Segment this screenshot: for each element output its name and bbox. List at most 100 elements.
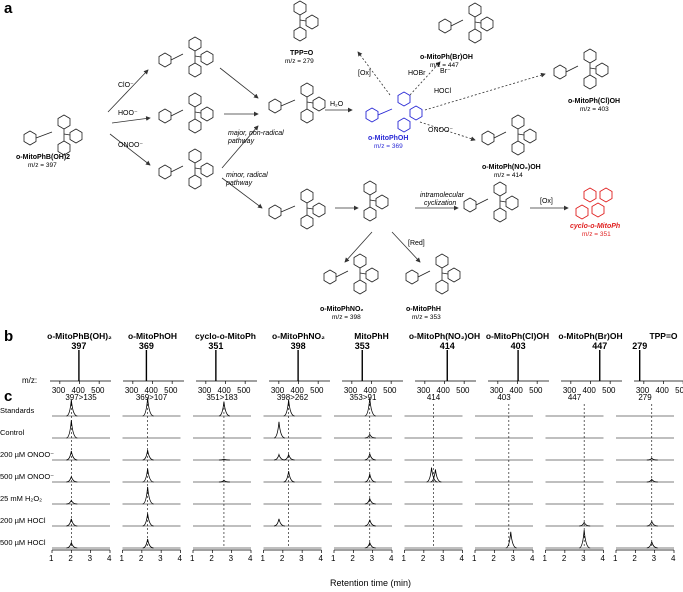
lc-tick-label: 1 (331, 554, 336, 563)
lc-row-label: 500 µM ONOO⁻ (0, 472, 55, 481)
ms-tick-label: 500 (164, 386, 178, 395)
ms-tick-label: 300 (197, 386, 212, 395)
h-mz: m/z = 353 (412, 314, 441, 321)
lc-peak (142, 538, 154, 549)
start-name: o-MitoPhB(OH)2 (16, 154, 71, 161)
ms-tick-label: 500 (383, 386, 397, 395)
ms-compound-name: cyclo-o-MitoPh (195, 331, 256, 341)
lc-peak (579, 521, 591, 527)
ms-tick-label: 400 (71, 386, 85, 395)
ms-tick-label: 400 (363, 386, 377, 395)
lc-peak (364, 541, 376, 549)
lc-transition-label: 447 (567, 393, 582, 402)
lc-peak (364, 497, 376, 505)
lc-transition-label: 403 (497, 393, 511, 402)
lc-peak (364, 519, 376, 527)
lc-tick-label: 1 (401, 554, 406, 563)
lc-transition-label: 369>107 (135, 393, 168, 402)
lc-tick-label: 2 (561, 554, 567, 563)
lc-peak (283, 399, 295, 417)
ms-mz-label: m/z: (22, 376, 38, 385)
lc-tick-label: 4 (248, 554, 253, 563)
lc-peak (364, 433, 376, 439)
reagent-clo: ClO⁻ (118, 82, 134, 89)
lc-peak (218, 401, 231, 417)
reagent-hoo: HOO⁻ (118, 110, 138, 117)
lc-transition-label: 351>183 (206, 393, 238, 402)
lc-tick-label: 3 (440, 554, 445, 563)
ms-compound-name: o-MitoPhOH (127, 331, 178, 341)
ms-compound-name: o-MitoPh(Br)OH (558, 331, 623, 341)
lc-peak (66, 475, 78, 483)
molecule-cloh (553, 49, 608, 89)
cyclo-mz: m/z = 351 (582, 231, 611, 238)
lc-tick-label: 3 (581, 554, 586, 563)
lc-tick-label: 1 (542, 554, 547, 563)
lc-peak (430, 469, 442, 483)
ms-tick-label: 300 (270, 386, 285, 395)
lc-tick-label: 4 (530, 554, 535, 563)
cyclo-name: cyclo-o-MitoPh (570, 223, 621, 230)
ms-tick-label: 300 (635, 386, 650, 395)
lc-row-label: 500 µM HOCl (0, 538, 46, 547)
ms-peak-label: 398 (290, 341, 306, 351)
molecule-onoo-adduct (158, 149, 213, 189)
molecule-start (23, 115, 82, 155)
ms-tick-label: 500 (237, 386, 251, 395)
broh-name: o-MitoPh(Br)OH (420, 54, 473, 61)
molecule-clo-adduct (158, 37, 213, 77)
lc-transition-label: 353>91 (349, 393, 377, 402)
lc-tick-label: 4 (318, 554, 323, 563)
lc-tick-label: 2 (491, 554, 496, 563)
lc-peak (142, 513, 154, 527)
lc-peak (646, 478, 658, 483)
no2oh-mz: m/z = 414 (494, 172, 523, 179)
ms-tick-label: 400 (509, 386, 523, 395)
lc-tick-label: 2 (420, 554, 426, 563)
lc-tick-label: 1 (49, 554, 54, 563)
ms-compound-name: o-MitoPh(Cl)OH (485, 331, 550, 341)
lc-peak (364, 453, 376, 461)
lc-peak (142, 486, 154, 505)
lc-tick-label: 4 (389, 554, 394, 563)
lc-peak (273, 518, 285, 527)
lc-tick-label: 1 (190, 554, 195, 563)
molecule-cyclization-intermediate (463, 182, 518, 222)
lc-peak (218, 458, 230, 461)
lc-peak (283, 453, 295, 461)
ms-tick-label: 300 (489, 386, 504, 395)
lc-peak (505, 531, 517, 549)
panel-b-label: b (4, 328, 14, 345)
lc-peak (579, 529, 591, 549)
lc-row-label: 200 µM HOCl (0, 516, 46, 525)
lc-tick-label: 3 (228, 554, 234, 563)
ms-tick-label: 400 (582, 386, 596, 395)
molecule-radical-borate (268, 189, 325, 229)
no2-name: o-MitoPhNO₂ (320, 306, 364, 313)
ox2-label: [Ox] (540, 198, 553, 205)
lc-tick-label: 2 (138, 554, 144, 563)
ms-tick-label: 300 (416, 386, 431, 395)
ms-compound-name: TPP=O (649, 331, 678, 341)
lc-transition-label: 398>262 (276, 393, 309, 402)
ms-tick-label: 300 (562, 386, 577, 395)
lc-transition-label: 397>135 (65, 393, 97, 402)
intramolecular-label: intramolecular (420, 192, 464, 199)
red-label: [Red] (408, 240, 425, 247)
lc-tick-label: 3 (651, 554, 657, 563)
ms-tick-label: 400 (290, 386, 304, 395)
lc-row-label: Control (0, 428, 25, 437)
ms-tick-label: 400 (436, 386, 450, 395)
h-name: o-MitoPhH (406, 306, 441, 313)
reagent-h2o: H₂O (330, 101, 344, 108)
no2oh-name: o-MitoPh(NO₂)OH (482, 164, 541, 171)
lc-tick-label: 3 (510, 554, 516, 563)
tppo-name: TPP=O (290, 50, 314, 57)
tppo-mz: m/z = 279 (285, 58, 314, 65)
lc-peak (646, 520, 658, 527)
molecule-no2oh (481, 115, 536, 155)
lc-peak (66, 399, 78, 417)
lc-tick-label: 2 (68, 554, 73, 563)
lc-tick-label: 4 (107, 554, 112, 563)
molecule-broh (438, 3, 493, 43)
